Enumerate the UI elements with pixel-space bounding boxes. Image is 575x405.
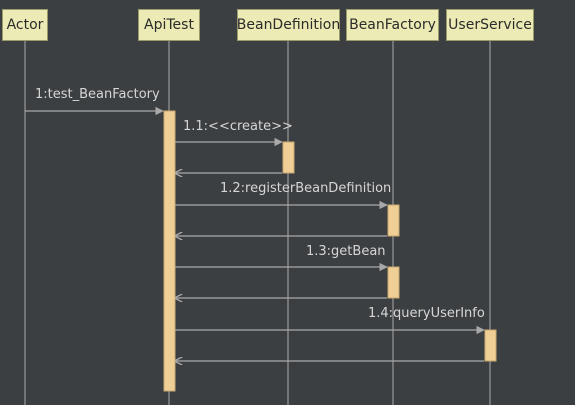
activation-bar-beanfactory-2 bbox=[387, 204, 400, 237]
participant-actor: Actor bbox=[2, 9, 48, 41]
participant-beandefinition: BeanDefinition bbox=[237, 9, 340, 41]
participant-apitest: ApiTest bbox=[138, 9, 200, 41]
activation-bar-apitest-0 bbox=[163, 110, 176, 392]
activation-bar-beandefinition-1 bbox=[282, 141, 295, 174]
message-label-1-2: 1.2:registerBeanDefinition bbox=[220, 181, 392, 196]
participant-userservice: UserService bbox=[446, 9, 534, 41]
message-label-1-3: 1.3:getBean bbox=[306, 244, 386, 259]
message-label-1-4: 1.4:queryUserInfo bbox=[368, 306, 485, 321]
activation-bar-userservice-4 bbox=[484, 329, 497, 362]
activation-bar-beanfactory-3 bbox=[387, 266, 400, 299]
message-label-1: 1:test_BeanFactory bbox=[35, 87, 160, 102]
message-label-1-1: 1.1:<<create>> bbox=[183, 119, 293, 134]
participant-beanfactory: BeanFactory bbox=[346, 9, 439, 41]
